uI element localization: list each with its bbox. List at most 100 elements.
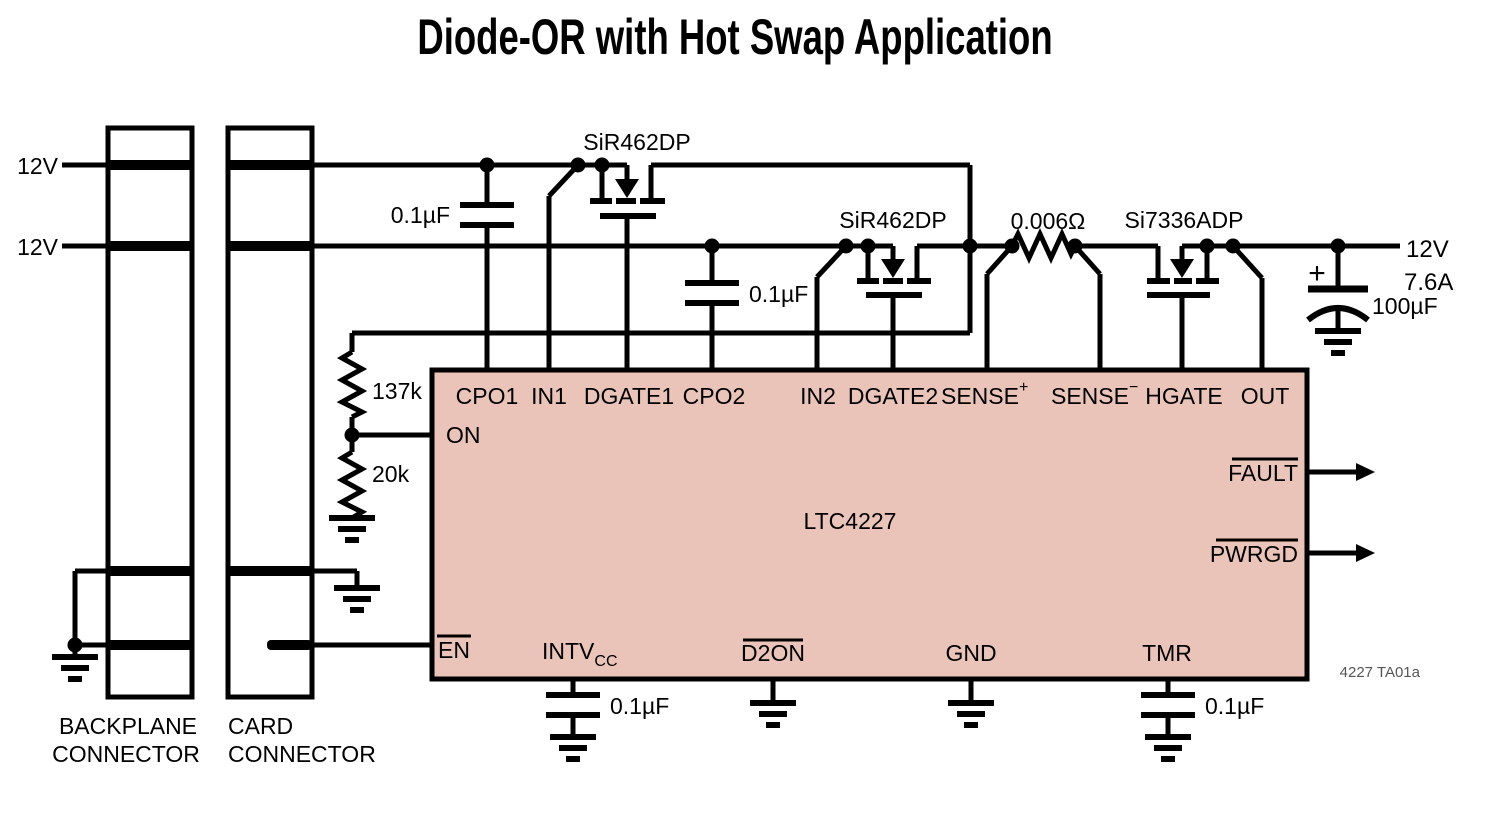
ground-intvcc [550, 734, 596, 762]
mosfet-q2-bars [857, 278, 931, 298]
ic-name: LTC4227 [804, 508, 897, 534]
junction-dot [570, 157, 586, 173]
backplane-pin-12v-2 [108, 241, 192, 251]
rail2-label: 12V [17, 234, 59, 260]
pin-cpo2: CPO2 [683, 383, 746, 409]
cap-tmr-plates [1141, 692, 1195, 718]
ic-body [429, 367, 1310, 682]
resistor-sense-zigzag [1009, 227, 1078, 265]
resistor-137k-zigzag [336, 349, 368, 420]
junction-dot [860, 238, 876, 254]
mosfet-q1-bars [590, 198, 665, 219]
resistor-20k-label: 20k [372, 461, 410, 487]
mosfet-q3-bars [1147, 278, 1219, 298]
mosfet-q1-label: SiR462DP [583, 129, 690, 155]
output-voltage: 12V [1406, 236, 1449, 263]
rail1-label: 12V [17, 153, 59, 179]
resistor-divider-bottom-20k: 20k [336, 449, 410, 521]
cap-output: + 100µF [1306, 257, 1438, 323]
pin-dgate1: DGATE1 [584, 383, 674, 409]
junction-dot [1330, 238, 1346, 254]
junction-dot [67, 637, 83, 653]
pin-en: EN [438, 637, 470, 663]
figure-note: 4227 TA01a [1340, 664, 1421, 681]
resistor-137k-label: 137k [372, 378, 422, 404]
mosfet-q2-label: SiR462DP [839, 207, 946, 233]
mosfet-q3-label: Si7336ADP [1125, 207, 1244, 233]
backplane-pin-gnd-2 [108, 640, 192, 650]
card-pin-12v-1 [228, 160, 312, 170]
cap-cpo1-label: 0.1µF [391, 202, 450, 228]
junction-dot [962, 238, 978, 254]
ground-divider [329, 515, 375, 543]
mosfet-q3: Si7336ADP [1125, 207, 1244, 298]
cap-cpo1: 0.1µF [391, 202, 514, 228]
pin-gnd: GND [945, 640, 996, 666]
ic-ltc4227: LTC4227 CPO1 IN1 DGATE1 CPO2 IN2 DGATE2 … [429, 367, 1310, 682]
junction-dot [479, 157, 495, 173]
cap-cpo2-label: 0.1µF [749, 281, 808, 307]
ground-card [334, 585, 380, 613]
junction-dot [594, 157, 610, 173]
junction-dot [344, 427, 360, 443]
mosfet-q1-body-diode [615, 179, 639, 198]
cap-output-label: 100µF [1372, 293, 1438, 319]
ground-gnd [948, 700, 994, 728]
junction-dot [838, 238, 854, 254]
pin-fault: FAULT [1228, 460, 1298, 486]
junction-dot [1199, 238, 1215, 254]
page-title: Diode-OR with Hot Swap Application [417, 9, 1052, 65]
mosfet-q2: SiR462DP [839, 207, 947, 298]
cap-intvcc-label: 0.1µF [610, 693, 669, 719]
pin-intvcc: INTVCC [542, 638, 618, 670]
ground-backplane [52, 654, 98, 682]
output-current: 7.6A [1404, 269, 1453, 296]
resistor-20k-zigzag [336, 449, 368, 521]
cap-output-plate-curved [1306, 305, 1370, 323]
pin-sense-plus: SENSE+ [941, 379, 1028, 409]
backplane-label-line2: CONNECTOR [52, 741, 200, 767]
backplane-pin-12v-1 [108, 160, 192, 170]
resistor-divider-top-137k: 137k [336, 349, 422, 420]
card-connector: CARD CONNECTOR [225, 125, 376, 767]
pin-pwrgd: PWRGD [1210, 541, 1298, 567]
pin-out: OUT [1241, 383, 1290, 409]
pin-hgate: HGATE [1145, 383, 1223, 409]
pin-dgate2: DGATE2 [848, 383, 938, 409]
card-connector-body [225, 125, 315, 700]
card-label-line1: CARD [228, 713, 293, 739]
backplane-pin-gnd-1 [108, 566, 192, 576]
cap-cpo2-plates [685, 280, 739, 306]
output-terminal: 12V 7.6A [1404, 236, 1453, 296]
cap-output-plus: + [1308, 257, 1326, 290]
backplane-label-line1: BACKPLANE [59, 713, 197, 739]
circuit-wires [62, 162, 1400, 737]
ground-d2on [750, 700, 796, 728]
junction-dots [67, 157, 1346, 653]
ground-tmr [1145, 734, 1191, 762]
backplane-connector: BACKPLANE CONNECTOR [52, 125, 200, 767]
ground-output-cap [1315, 328, 1361, 356]
junction-dot [704, 238, 720, 254]
cap-cpo1-plates [460, 202, 514, 228]
cap-intvcc: 0.1µF [546, 692, 669, 719]
pin-in2: IN2 [800, 383, 836, 409]
pin-sense-minus: SENSE− [1051, 379, 1138, 409]
mosfet-q3-body-diode [1170, 259, 1194, 278]
backplane-connector-body [105, 125, 195, 700]
pin-d2on: D2ON [741, 640, 805, 666]
pwrgd-arrow-icon [1356, 544, 1375, 562]
cap-tmr-label: 0.1µF [1205, 693, 1264, 719]
fault-arrow-icon [1356, 463, 1375, 481]
junction-dot [1004, 238, 1020, 254]
card-pin-en [267, 640, 312, 650]
cap-cpo2: 0.1µF [685, 280, 808, 307]
pin-tmr: TMR [1142, 640, 1192, 666]
junction-dot [1225, 238, 1241, 254]
cap-intvcc-plates [546, 692, 600, 718]
pin-on: ON [446, 422, 481, 448]
cap-tmr: 0.1µF [1141, 692, 1264, 719]
resistor-sense-label: 0.006Ω [1011, 208, 1086, 234]
